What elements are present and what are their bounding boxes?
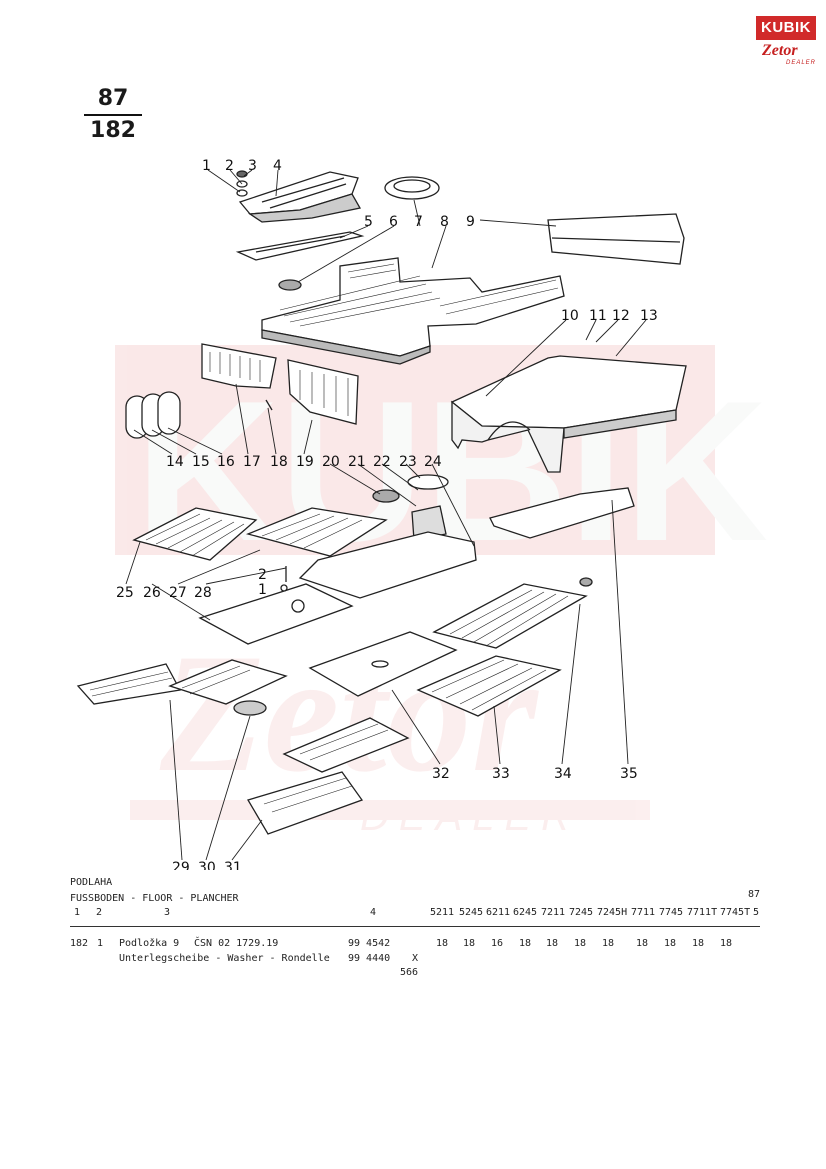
inset-callout-1: 1: [258, 582, 267, 598]
logo-dealer: DEALER: [786, 60, 817, 66]
table-header-rule: [70, 926, 760, 927]
row-extra: 566: [400, 967, 419, 978]
model-5211: 5211: [430, 907, 455, 918]
model-6211: 6211: [486, 907, 511, 918]
kubik-zetor-logo: KUBIK Zetor DEALER: [756, 16, 816, 70]
callout-18: 18: [270, 454, 288, 470]
row-pos: 1: [97, 938, 104, 949]
callout-10: 10: [561, 308, 579, 324]
logo-sub: Zetor: [762, 42, 798, 59]
qty-5211: 18: [436, 938, 449, 949]
qty-7711: 18: [636, 938, 649, 949]
col-header-4: 4: [370, 907, 377, 918]
model-7745: 7745: [659, 907, 684, 918]
logo-brand: KUBIK: [756, 16, 816, 40]
callout-1: 1: [202, 158, 211, 174]
callout-24: 24: [424, 454, 442, 470]
row-mark: X: [412, 953, 419, 964]
qty-7245: 18: [574, 938, 587, 949]
model-7711T: 7711T: [687, 907, 718, 918]
callout-21: 21: [348, 454, 366, 470]
callout-16: 16: [217, 454, 235, 470]
qty-7745: 18: [664, 938, 677, 949]
callout-3: 3: [248, 158, 257, 174]
callout-8: 8: [440, 214, 449, 230]
callout-35: 35: [620, 766, 638, 782]
callout-14: 14: [166, 454, 184, 470]
row-name: Podložka 9: [119, 938, 180, 949]
callout-33: 33: [492, 766, 510, 782]
model-6245: 6245: [513, 907, 538, 918]
qty-7245H: 18: [602, 938, 615, 949]
callout-29: 29: [172, 860, 190, 870]
callout-20: 20: [322, 454, 340, 470]
table-title-cz: PODLAHA: [70, 877, 113, 888]
callout-9: 9: [466, 214, 475, 230]
callout-19: 19: [296, 454, 314, 470]
callout-11: 11: [589, 308, 607, 324]
model-5245: 5245: [459, 907, 484, 918]
callout-5: 5: [364, 214, 373, 230]
table-page-ref: 87: [748, 889, 761, 900]
row-standard: ČSN 02 1729.19: [194, 938, 279, 949]
qty-6211: 16: [491, 938, 504, 949]
figure-number-divider: [84, 114, 142, 116]
figure-number-top: 87: [97, 86, 129, 111]
col-header-3: 3: [164, 907, 171, 918]
figure-number: 87 182: [84, 86, 142, 144]
qty-7745T: 18: [720, 938, 733, 949]
callout-7: 7: [414, 214, 423, 230]
table-title-multi: FUSSBODEN - FLOOR - PLANCHER: [70, 893, 239, 904]
model-7211: 7211: [541, 907, 566, 918]
inset-callout-2: 2: [258, 567, 267, 583]
row-name2: Unterlegscheibe - Washer - Rondelle: [119, 953, 330, 964]
callout-12: 12: [612, 308, 630, 324]
callout-22: 22: [373, 454, 391, 470]
callout-28: 28: [194, 585, 212, 601]
row-number: 99 4542: [348, 938, 391, 949]
model-7711: 7711: [631, 907, 656, 918]
callout-2: 2: [225, 158, 234, 174]
callout-30: 30: [198, 860, 216, 870]
qty-7211: 18: [546, 938, 559, 949]
callout-6: 6: [389, 214, 398, 230]
watermark-dealer: DEALER: [360, 795, 580, 839]
exploded-floor-diagram: KUBIK Zetor DEALER: [76, 158, 715, 870]
col-header-5: 5: [753, 907, 760, 918]
col-header-1: 1: [74, 907, 81, 918]
callout-15: 15: [192, 454, 210, 470]
col-header-2: 2: [96, 907, 103, 918]
qty-6245: 18: [519, 938, 532, 949]
callout-32: 32: [432, 766, 450, 782]
row-group: 182: [70, 938, 89, 949]
callout-27: 27: [169, 585, 187, 601]
model-7245: 7245: [569, 907, 594, 918]
callout-17: 17: [243, 454, 261, 470]
group-number: 182: [90, 118, 136, 143]
row-number2: 99 4440: [348, 953, 391, 964]
callout-23: 23: [399, 454, 417, 470]
callout-13: 13: [640, 308, 658, 324]
callout-34: 34: [554, 766, 572, 782]
qty-7711T: 18: [692, 938, 705, 949]
callout-4: 4: [273, 158, 282, 174]
model-7745T: 7745T: [720, 907, 751, 918]
callout-31: 31: [224, 860, 242, 870]
model-7245H: 7245H: [597, 907, 628, 918]
callout-26: 26: [143, 585, 161, 601]
qty-5245: 18: [463, 938, 476, 949]
callout-25: 25: [116, 585, 134, 601]
